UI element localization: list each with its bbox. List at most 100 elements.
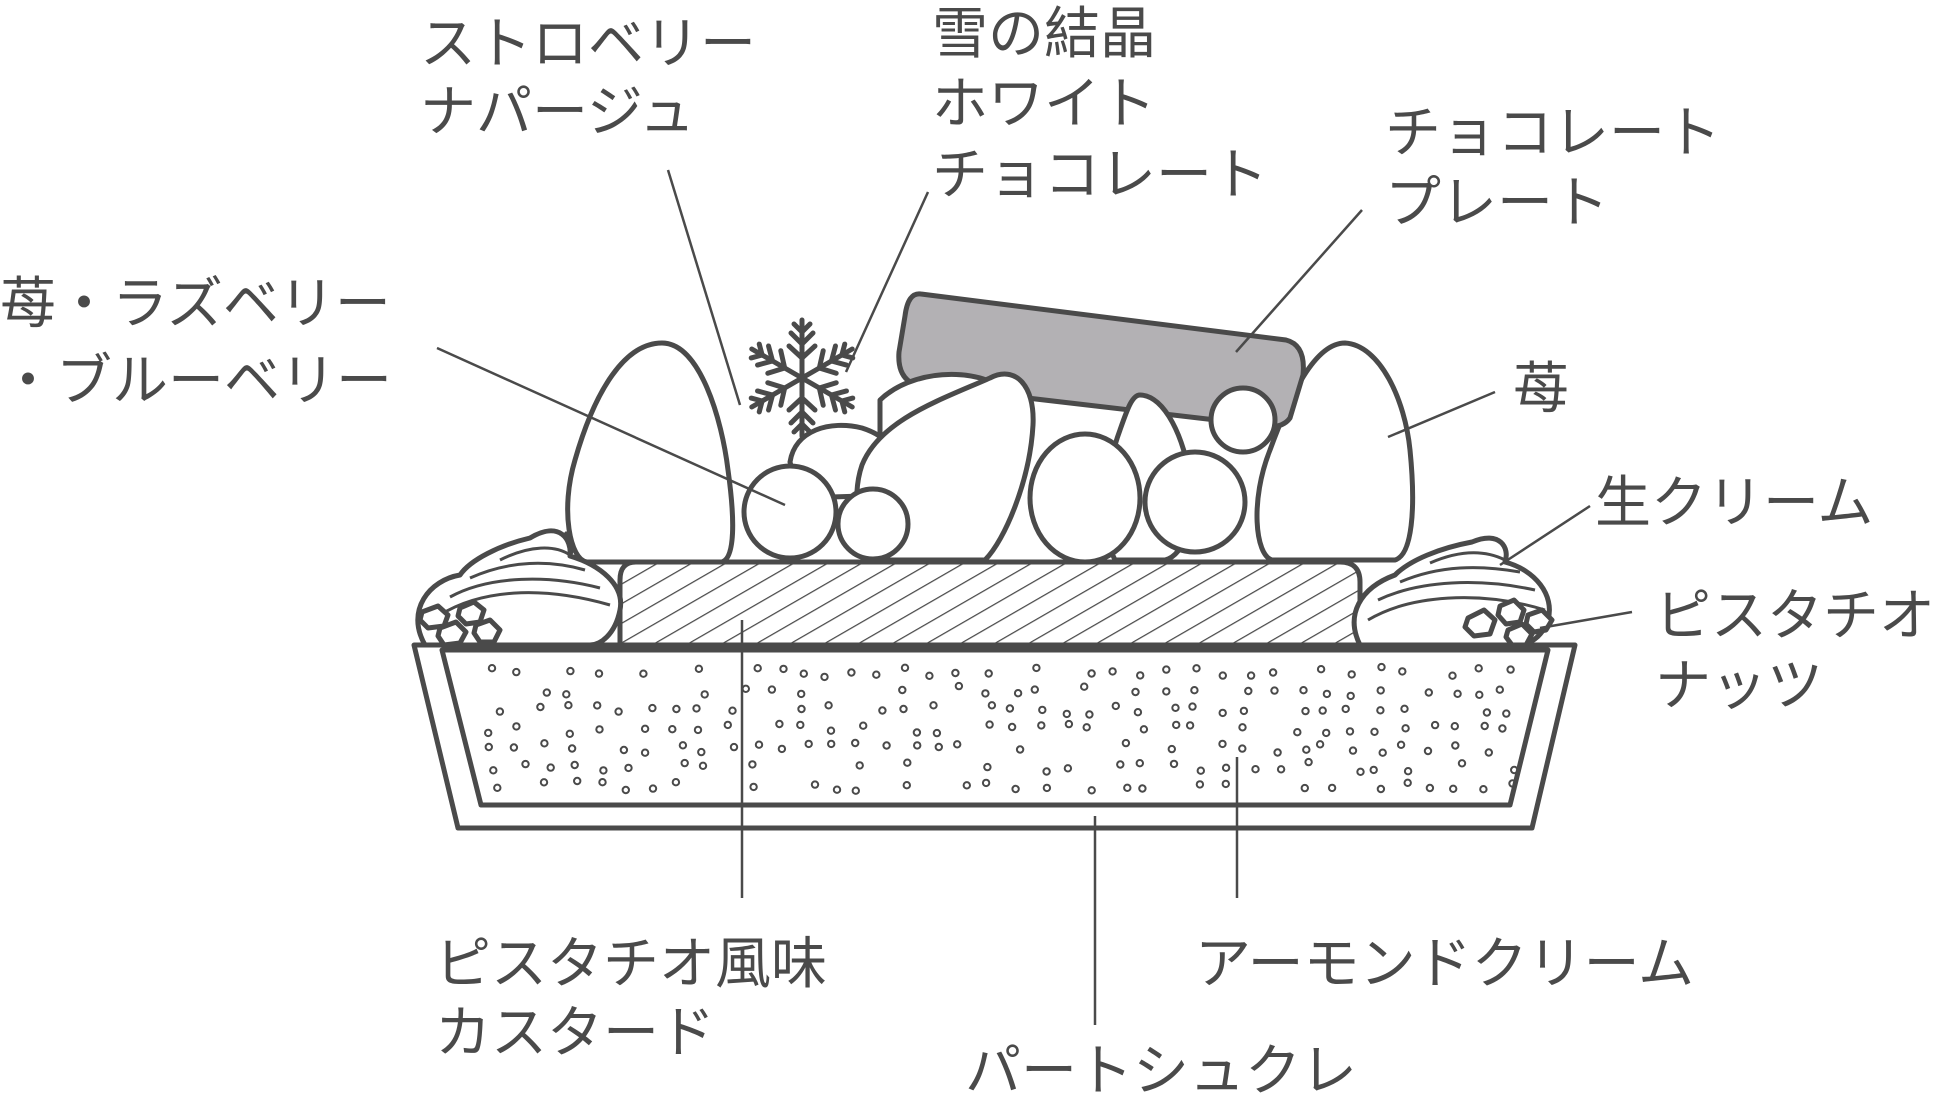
cream-dot [1480,721,1489,731]
cream-dot [570,760,579,770]
cream-dot [1376,686,1385,695]
cream-dot [493,783,502,792]
leader-snow-crystal [844,191,930,373]
cream-dot [1423,746,1433,756]
cream-dot [698,761,708,770]
toppings [565,291,1416,565]
leader-strawberry-nappage [666,169,742,406]
cream-dot [1370,727,1379,736]
cream-dot [1085,710,1094,719]
cream-dot [1450,722,1460,731]
cream-dot [1038,705,1047,715]
cream-dot [1506,665,1515,674]
cream-dot [899,704,908,714]
cream-dot [1169,759,1179,769]
cream-dot [810,780,820,789]
cream-dot [1301,706,1310,716]
cream-dot [804,739,813,749]
cream-dot [749,782,758,792]
cream-dot [1376,706,1385,715]
cream-dot [1185,721,1195,730]
cream-dot [1221,763,1231,772]
cream-dot [1315,740,1325,749]
cream-dot [640,724,650,733]
cream-dot [521,759,530,769]
cream-dot [1345,727,1355,736]
cream-dot [1356,767,1365,776]
cream-dot [1475,690,1484,699]
cream-dot [932,728,942,738]
cream-dot [1221,779,1231,789]
cream-dot [562,690,571,699]
cream-dot [512,722,521,731]
cream-dot [1116,760,1125,769]
cream-dot [898,685,907,695]
cream-dot [1451,741,1460,750]
cream-dot [1498,724,1507,733]
cream-dot [1424,688,1434,697]
blueberry-2 [835,486,911,562]
cream-dot [1135,759,1145,768]
cream-dot [826,726,836,735]
cream-dot [1508,779,1517,788]
cream-dot [1162,665,1171,674]
cream-dot [820,672,829,682]
cream-dot [832,785,842,794]
cream-dot [1195,780,1205,789]
cream-dot [1064,719,1074,729]
cream-dot [1238,723,1247,732]
cream-dot [859,721,868,730]
cream-dot [900,663,910,672]
cream-dot [1276,765,1286,774]
cream-dot [903,758,912,767]
strawberry-left [565,340,736,565]
cream-dot [624,763,633,773]
cream-dot [796,720,805,730]
cream-dot [1087,669,1096,678]
cream-dot [1299,686,1308,695]
leader-lines [436,169,1633,1025]
cream-dot [1316,665,1326,674]
cream-dot [1246,671,1256,680]
cream-dot [567,744,577,753]
cream-dot [487,664,497,673]
cream-dot [1401,724,1410,733]
label-strawberry-nappage: ストロベリー ナパージュ [420,12,774,145]
cream-dot [1369,765,1378,775]
cream-dot [1139,725,1149,734]
cream-dot [495,707,505,716]
pistachio-nuts-right [1462,597,1555,648]
cream-dot [1341,704,1350,714]
cream-dot [1005,704,1015,713]
cream-dot [1346,691,1355,701]
cream-dot [648,703,657,713]
cream-dot [753,664,762,673]
cream-dot [754,740,764,749]
cream-dot [546,763,555,772]
cream-dot [1244,686,1253,696]
cream-dot [1188,702,1197,711]
cream-dot [1032,663,1041,673]
cream-dot [564,701,573,710]
label-fresh-cream: 生クリーム [1595,471,1873,536]
cream-dot [680,758,689,768]
cream-dot [912,728,922,737]
cream-dot [1218,708,1227,718]
cream-dot [489,766,498,775]
cream-dot [954,681,964,691]
cream-dot [598,778,607,787]
cream-dot [728,706,737,715]
cream-dot [1082,723,1091,732]
cream-dot [723,720,732,730]
cream-dot [797,704,806,714]
snowflake-decoration [745,317,858,436]
cream-dot [540,739,549,748]
cream-dot [872,670,881,679]
cream-dot [851,738,860,748]
cream-dot [1377,662,1386,672]
cream-dot [1495,685,1505,694]
cream-dot [1063,764,1073,773]
cream-dot [1042,783,1052,793]
cream-dot [1403,767,1413,776]
cream-dot [671,778,681,787]
